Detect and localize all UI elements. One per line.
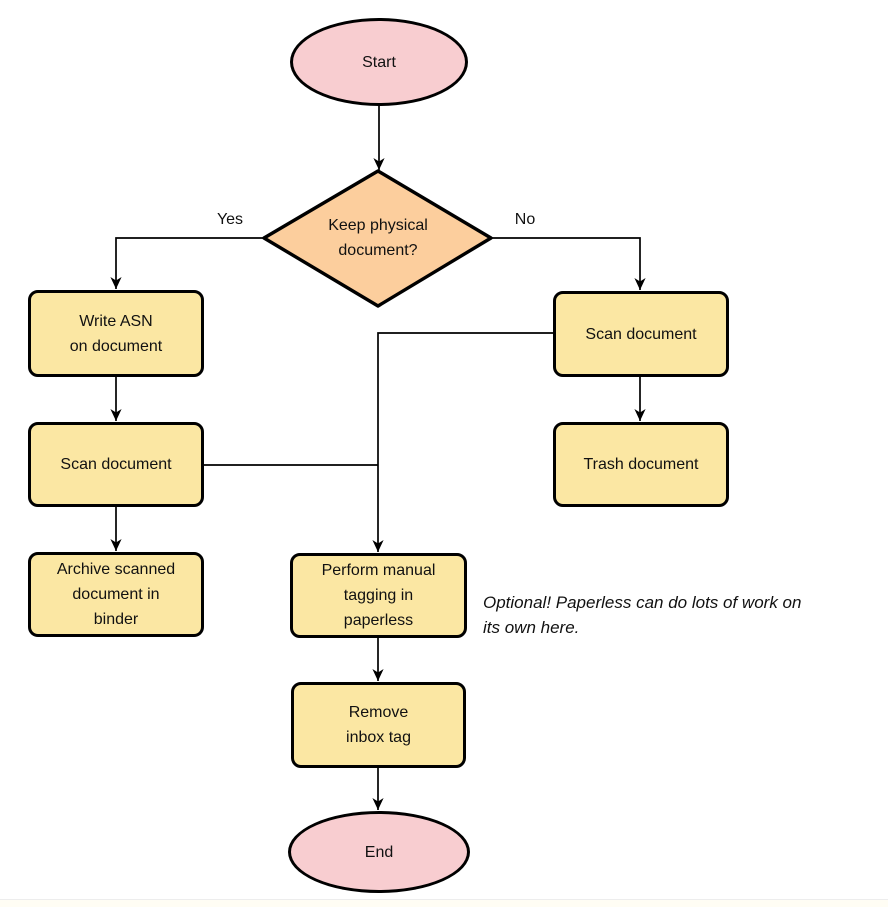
node-end-label: End (364, 843, 394, 861)
node-trash-document-label: Trash document (583, 456, 699, 473)
node-scan-document-right: Scan document (553, 291, 729, 377)
node-trash-document: Trash document (553, 422, 729, 507)
node-archive-in-binder: Archive scanned document in binder (28, 552, 204, 637)
node-scan-document-right-label: Scan document (585, 325, 697, 343)
edge-decision-no-to-scan-right (490, 237, 646, 290)
bottom-strip (0, 899, 888, 907)
edge-scan-right-to-tagging (372, 332, 553, 552)
node-scan-document-left: Scan document (28, 422, 204, 507)
node-decision-label: Keep physical document? (328, 217, 428, 259)
edge-label-yes: Yes (216, 211, 244, 228)
node-archive-in-binder-label: Archive scanned document in binder (56, 561, 176, 628)
node-start: Start (290, 18, 468, 106)
edge-decision-yes-to-write-asn (110, 237, 265, 289)
node-start-label: Start (362, 53, 396, 71)
annotation-note: Optional! Paperless can do lots of work … (483, 593, 802, 637)
node-write-asn: Write ASN on document (28, 290, 204, 377)
node-manual-tagging-label: Perform manual tagging in paperless (321, 562, 436, 629)
decision-diamond-shape (262, 169, 493, 308)
node-remove-inbox-tag-label: Remove inbox tag (346, 704, 411, 746)
node-end: End (288, 811, 470, 893)
node-decision: Keep physical document? (288, 205, 468, 271)
edge-label-no: No (514, 211, 536, 228)
node-manual-tagging: Perform manual tagging in paperless (290, 553, 467, 638)
node-remove-inbox-tag: Remove inbox tag (291, 682, 466, 768)
node-write-asn-label: Write ASN on document (69, 312, 163, 355)
node-scan-document-left-label: Scan document (60, 456, 172, 473)
